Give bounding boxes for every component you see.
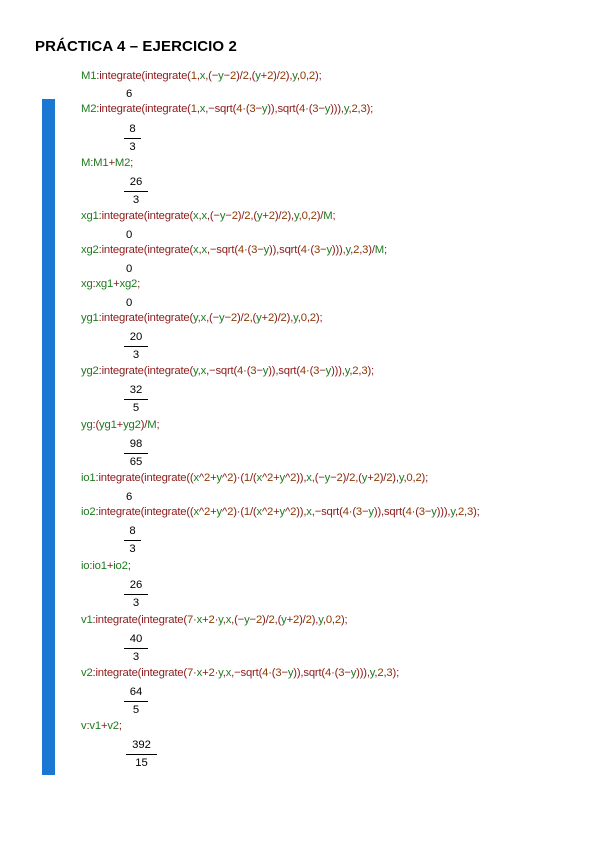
fraction-numerator: 20 [129,331,143,343]
fraction-denominator: 3 [132,349,140,361]
fraction-bar [126,754,157,755]
fraction-numerator: 8 [129,525,136,537]
input-line[interactable]: yg:(yg1+yg2)/M; [81,419,160,431]
fraction-denominator: 3 [129,543,136,555]
output-value: 0 [126,229,133,241]
input-line[interactable]: xg1:integrate(integrate(x,x,(−y−2)/2,(y+… [81,210,336,222]
fraction-bar [124,540,141,541]
input-line[interactable]: v2:integrate(integrate(7·x+2·y,x,−sqrt(4… [81,667,400,679]
output-value: 6 [126,491,133,503]
input-line[interactable]: yg2:integrate(integrate(y,x,−sqrt(4·(3−y… [81,365,374,377]
fraction-numerator: 32 [129,384,143,396]
fraction-numerator: 40 [129,633,143,645]
fraction-bar [124,648,148,649]
fraction-bar [124,346,148,347]
fraction-bar [124,399,148,400]
fraction-numerator: 8 [129,123,136,135]
fraction-denominator: 3 [129,141,136,153]
output-fraction: 392 15 [126,739,157,770]
cell-selection-bar[interactable] [42,99,55,775]
output-fraction: 64 5 [124,686,148,717]
input-line[interactable]: v1:integrate(integrate(7·x+2·y,x,(−y−2)/… [81,614,348,626]
output-fraction: 26 3 [124,579,148,610]
input-line[interactable]: yg1:integrate(integrate(y,x,(−y−2)/2,(y+… [81,312,323,324]
fraction-denominator: 65 [129,456,143,468]
fraction-numerator: 392 [132,739,151,751]
fraction-bar [124,138,141,139]
output-fraction: 20 3 [124,331,148,362]
fraction-bar [124,453,148,454]
input-line[interactable]: M2:integrate(integrate(1,x,−sqrt(4·(3−y)… [81,103,374,115]
fraction-bar [124,594,148,595]
input-line[interactable]: io1:integrate(integrate((x^2+y^2)·(1/(x^… [81,472,429,484]
fraction-denominator: 5 [132,704,140,716]
fraction-denominator: 3 [132,194,140,206]
input-line[interactable]: M1:integrate(integrate(1,x,(−y−2)/2,(y+2… [81,70,322,82]
output-value: 0 [126,297,133,309]
input-line[interactable]: M:M1+M2; [81,157,134,169]
output-fraction: 40 3 [124,633,148,664]
fraction-numerator: 26 [129,579,143,591]
input-line[interactable]: io:io1+io2; [81,560,131,572]
output-value: 6 [126,88,133,100]
fraction-denominator: 15 [135,757,148,769]
input-line[interactable]: xg:xg1+xg2; [81,278,141,290]
output-fraction: 26 3 [124,176,148,207]
input-line[interactable]: io2:integrate(integrate((x^2+y^2)·(1/(x^… [81,506,480,518]
fraction-numerator: 26 [129,176,143,188]
page-title: PRÁCTICA 4 – EJERCICIO 2 [35,38,237,55]
fraction-denominator: 3 [132,651,140,663]
fraction-numerator: 64 [129,686,143,698]
fraction-numerator: 98 [129,438,143,450]
output-fraction: 98 65 [124,438,148,469]
input-line[interactable]: v:v1+v2; [81,720,122,732]
fraction-denominator: 5 [132,402,140,414]
output-fraction: 32 5 [124,384,148,415]
fraction-denominator: 3 [132,597,140,609]
fraction-bar [124,701,148,702]
input-line[interactable]: xg2:integrate(integrate(x,x,−sqrt(4·(3−y… [81,244,387,256]
fraction-bar [124,191,148,192]
output-value: 0 [126,263,133,275]
